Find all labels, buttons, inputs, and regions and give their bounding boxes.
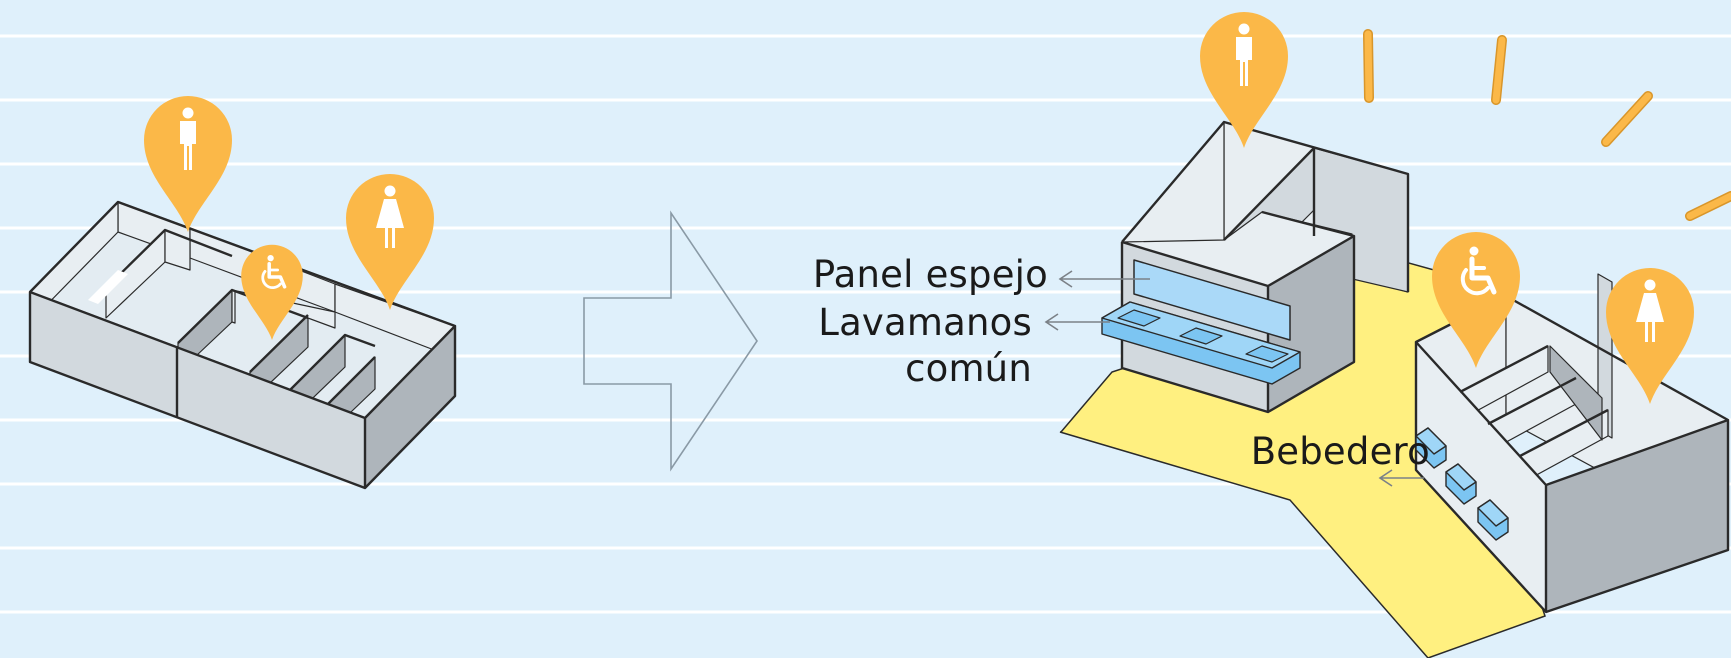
right-arrow-icon — [583, 210, 758, 472]
left-restroom-block — [28, 200, 457, 490]
mirror-panel-label: Panel espejo — [812, 253, 1048, 296]
mirror-panel — [1133, 259, 1291, 341]
highlight-rays — [1363, 29, 1731, 221]
drinking-fountain-label: Bebedero — [1250, 430, 1430, 473]
restroom-block-right — [1414, 273, 1730, 614]
washbasin-label-line2: común — [905, 347, 1032, 390]
leader-lines — [1044, 270, 1424, 487]
drinking-fountains — [1415, 427, 1509, 541]
shared-washbasin-counter — [1101, 301, 1301, 385]
washbasin-label-line1: Lavamanos — [818, 301, 1032, 344]
sink-block — [1101, 120, 1410, 414]
